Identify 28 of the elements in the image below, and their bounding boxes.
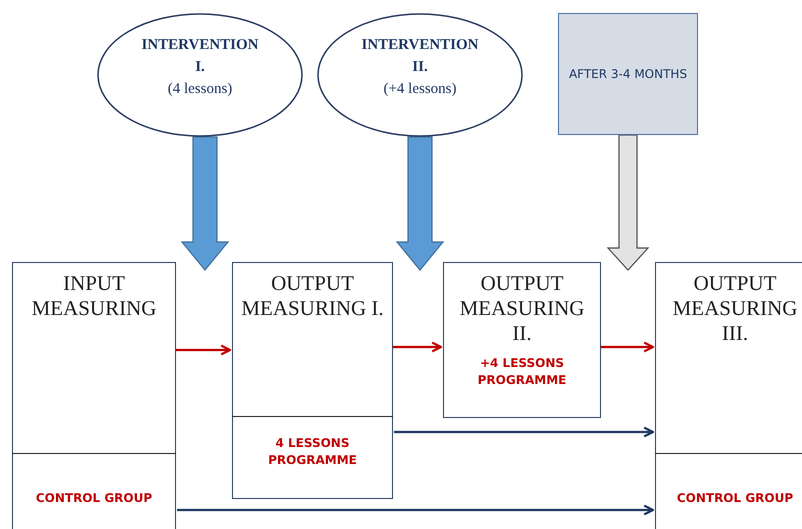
timing-box — [558, 13, 698, 135]
timing-label: AFTER 3-4 MONTHS — [568, 66, 688, 83]
intervention-ellipse — [97, 13, 303, 137]
lesson-count: (4 lessons) — [168, 80, 232, 98]
arrow — [176, 344, 232, 356]
arrow — [177, 504, 654, 516]
group-label: CONTROL GROUP — [676, 490, 794, 507]
measuring-box — [443, 262, 601, 418]
intervention-label: INTERVENTION II. — [360, 36, 480, 77]
block-arrow — [396, 136, 444, 271]
box-heading: OUTPUT MEASURING II. — [458, 271, 586, 347]
measuring-box — [655, 262, 802, 529]
lesson-count: (+4 lessons) — [383, 80, 457, 98]
box-heading: INPUT MEASURING — [30, 271, 158, 322]
measuring-box — [232, 262, 393, 499]
arrow — [394, 426, 654, 438]
block-arrow — [606, 134, 650, 271]
group-label: +4 LESSONS PROGRAMME — [476, 354, 568, 389]
block-arrow — [180, 136, 230, 271]
box-heading: OUTPUT MEASURING III. — [672, 271, 798, 347]
intervention-label: INTERVENTION I. — [140, 36, 260, 77]
group-label: 4 LESSONS PROGRAMME — [267, 435, 358, 470]
intervention-ellipse — [317, 13, 523, 137]
group-label: CONTROL GROUP — [36, 490, 152, 507]
box-heading: OUTPUT MEASURING I. — [240, 271, 385, 322]
arrow — [601, 342, 654, 352]
arrow — [393, 342, 442, 352]
measuring-box — [12, 262, 176, 529]
